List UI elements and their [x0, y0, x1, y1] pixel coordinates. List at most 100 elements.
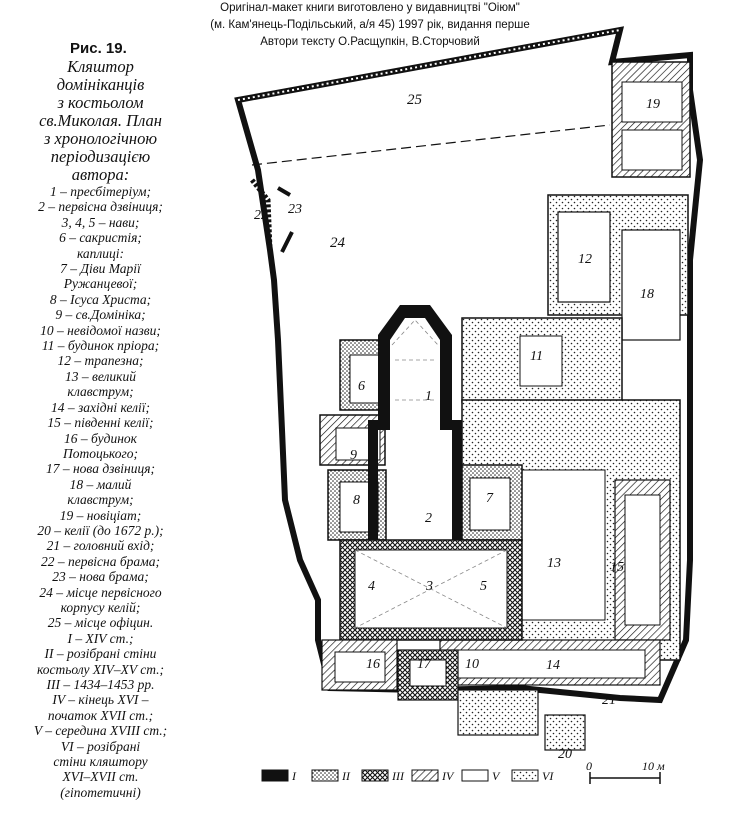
caption-title-7: автора:: [71, 165, 130, 184]
caption-title-2: домініканців: [56, 75, 145, 94]
legend-line: початок XVII ст.;: [47, 707, 154, 723]
period-swatch-solid: [261, 769, 289, 782]
legend-line: Ружанцевої;: [63, 276, 138, 292]
legend-line: 25 – місце офіцин.: [47, 615, 154, 631]
publisher-line-2: (м. Кам'янець-Подільський, а/я 45) 1997 …: [210, 19, 530, 31]
offices-boundary: [251, 124, 611, 166]
legend-line: 11 – будинок пріора;: [41, 338, 160, 354]
legend-line: 9 – св.Домініка;: [55, 307, 146, 323]
label-potocki-house: 16: [366, 657, 380, 672]
east-wing: [547, 194, 689, 341]
publisher-line-1: Оригінал-макет книги виготовлено у видав…: [220, 2, 520, 14]
legend-line: (гіпотетичні): [60, 784, 141, 800]
period-swatch-hatch: [411, 769, 439, 782]
label-nave-3: 3: [425, 579, 433, 594]
legend-line: 10 – невідомої назви;: [40, 322, 161, 338]
label-west-cells: 14: [546, 658, 560, 673]
new-gate: [276, 186, 294, 253]
legend-line: I – XIV ст.;: [67, 630, 134, 646]
label-new-gate: 23: [288, 202, 302, 217]
label-nave-5: 5: [480, 579, 487, 594]
figure-number: Рис. 19.: [70, 40, 127, 57]
original-gate: [250, 178, 273, 251]
legend-line: 17 – нова дзвіниця;: [45, 461, 155, 477]
presbytery-wall: [368, 305, 462, 540]
legend-line: Потоцького;: [63, 445, 138, 461]
legend-line: 1 – пресбітеріум;: [50, 184, 151, 199]
label-chapel-8: 8: [353, 493, 360, 508]
legend-line: 14 – західні келії;: [51, 399, 150, 415]
publisher-note: Оригінал-макет книги виготовлено у видав…: [150, 0, 590, 51]
legend-line: 6 – сакристія;: [59, 230, 142, 246]
legend-line: костьолу XIV–XV ст.;: [36, 661, 165, 677]
period-label: III: [391, 769, 405, 783]
prior-house-block: [461, 317, 623, 403]
legend-line: 8 – Ісуса Христа;: [49, 291, 152, 307]
bell-tower-block: [321, 639, 459, 701]
legend-line: II – розібрані стіни: [44, 646, 157, 662]
old-cells-block: [457, 689, 586, 751]
legend-line: 7 – Діви Марії: [60, 261, 141, 277]
legend-line: III – 1434–1453 рр.: [46, 677, 155, 692]
presbytery-vault: [391, 319, 439, 401]
period-swatch-blank: [461, 769, 489, 782]
label-offices-site: 25: [407, 92, 423, 108]
caption-title-6: періодизацією: [50, 147, 151, 166]
period-swatch-dots: [311, 769, 339, 782]
label-sacristy: 6: [358, 379, 365, 394]
caption-title-3: з костьолом: [57, 93, 144, 112]
period-label: II: [341, 769, 351, 783]
legend-list: 1 – пресбітеріум;2 – первісна дзвіниця;3…: [8, 184, 193, 800]
church-side-chapels: [319, 339, 523, 541]
label-new-belfry: 17: [417, 657, 432, 672]
legend-line: XVI–XVII ст.: [62, 769, 139, 785]
period-label: V: [492, 769, 501, 783]
label-chapel-7: 7: [486, 491, 494, 506]
legend-line: 20 – келії (до 1672 р.);: [37, 522, 164, 538]
period-swatch-cross: [361, 769, 389, 782]
label-prior-house: 11: [530, 349, 543, 364]
legend-line: 15 – південні келії;: [47, 415, 154, 431]
label-novitiate: 19: [646, 97, 660, 112]
label-original-gate: 22: [254, 208, 268, 223]
legend-line: 18 – малий: [69, 476, 132, 492]
legend-line: 16 – будинок: [64, 430, 137, 446]
novitiate-block: [611, 61, 691, 178]
legend-line: 21 – головний вхід;: [46, 538, 155, 554]
period-swatch-dotsparse: [511, 769, 539, 782]
legend-line: V – середина XVIII ст.;: [33, 723, 168, 739]
legend-line: 12 – трапезна;: [57, 353, 144, 369]
label-original-cells-site: 24: [330, 235, 346, 251]
label-small-cloister: 18: [640, 287, 654, 302]
period-label: VI: [542, 769, 554, 783]
legend-line: каплиці:: [76, 245, 125, 261]
legend-line: клавструм;: [67, 492, 134, 508]
legend-line: IV – кінець XVI –: [52, 692, 149, 708]
label-south-cells: 15: [610, 560, 624, 575]
legend-line: 19 – новіціат;: [59, 507, 142, 523]
legend-line: 23 – нова брама;: [52, 569, 149, 585]
label-cells-1672: 20: [558, 747, 572, 762]
publisher-line-3: Автори тексту О.Расщупкін, В.Сторчовий: [260, 36, 480, 48]
label-refectory: 12: [578, 252, 592, 267]
legend-line: VI – розібрані: [60, 738, 141, 754]
legend-line: 24 – місце первісного: [39, 584, 162, 600]
scale-ten: 10 м: [642, 759, 665, 773]
church-naves: [339, 539, 523, 641]
label-presbytery: 1: [425, 389, 432, 404]
scale-zero: 0: [586, 759, 592, 773]
caption-title-4: св.Миколая. План: [39, 111, 162, 130]
caption-title-5: з хронологічною: [43, 129, 158, 148]
label-chapel-10: 10: [465, 657, 479, 672]
legend-line: корпусу келій;: [60, 599, 141, 615]
label-chapel-9: 9: [350, 448, 357, 463]
legend-line: 13 – великий: [65, 368, 136, 384]
scale-bar: 0 10 м: [586, 759, 665, 784]
figure-caption: Кляштор домініканців з костьолом св.Мико…: [8, 58, 193, 800]
period-label: I: [291, 769, 297, 783]
legend-line: стіни кляштору: [53, 754, 148, 770]
legend-line: 2 – первісна дзвіниця;: [38, 199, 163, 215]
period-label: IV: [441, 769, 455, 783]
